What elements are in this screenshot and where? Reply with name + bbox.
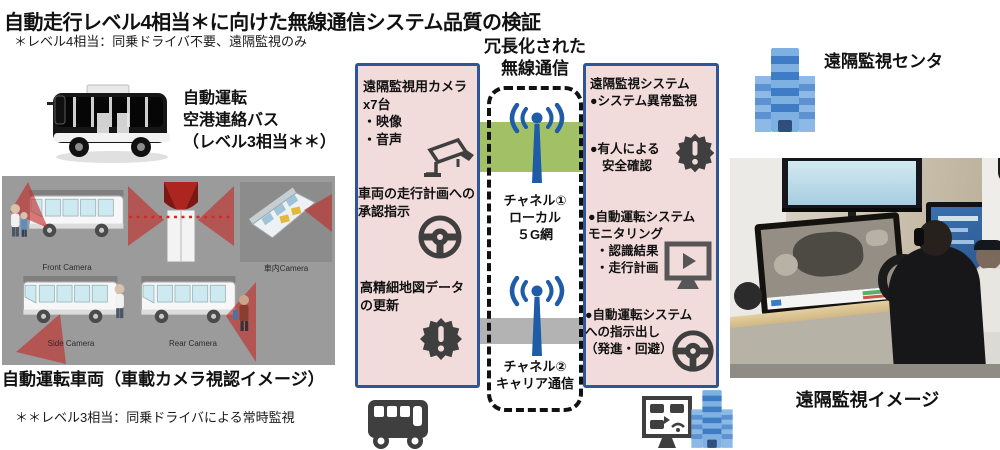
channel1-label: チャネル① ローカル ５G網 bbox=[503, 193, 567, 242]
antenna-5g-icon bbox=[505, 103, 569, 185]
monitoring-display-icon bbox=[664, 241, 712, 289]
local-5g-band bbox=[478, 122, 586, 172]
side-camera-illustration bbox=[16, 275, 125, 364]
instruction-steering-icon bbox=[670, 328, 716, 374]
center-label: 遠隔監視センタ bbox=[824, 52, 943, 71]
anomaly-monitoring-item: ●システム異常監視 bbox=[590, 94, 698, 108]
rear-camera-label: Rear Camera bbox=[168, 339, 217, 348]
remote-monitoring-photo bbox=[730, 158, 1000, 378]
speaker bbox=[734, 282, 762, 310]
redundant-line1: 冗長化された bbox=[484, 37, 586, 56]
montage-caption: 自動運転車両（車載カメラ視認イメージ） bbox=[2, 370, 325, 389]
manned-safety-item: ●有人による 安全確認 bbox=[590, 142, 660, 173]
vehicle-functions-box bbox=[355, 63, 480, 388]
center-building-icon bbox=[755, 48, 815, 132]
cabin-camera-label: 車内Camera bbox=[263, 264, 309, 273]
safety-alert-icon bbox=[675, 133, 715, 173]
cabin-camera-card bbox=[240, 182, 332, 262]
antenna-carrier-icon bbox=[505, 276, 569, 356]
redundant-wireless-label: 冗長化された 無線通信 bbox=[455, 36, 615, 80]
airport-bus-photo bbox=[47, 84, 170, 163]
monitoring-terminal-icon bbox=[642, 396, 692, 448]
operator bbox=[885, 242, 987, 378]
map-update-item: 高精細地図データ の更新 bbox=[360, 280, 465, 313]
center-building-small-icon bbox=[691, 390, 733, 448]
monitoring-header: 遠隔監視システム bbox=[590, 77, 690, 91]
remote-camera-item: 遠隔監視用カメラ x7台 ・映像 ・音声 bbox=[363, 79, 468, 147]
instruction-item: ●自動運転システム への指示出し （発進・回避） bbox=[585, 308, 693, 356]
photo-caption: 遠隔監視イメージ bbox=[795, 390, 940, 410]
camera-view-montage: Front Camera bbox=[2, 176, 335, 365]
redundant-wireless-box bbox=[487, 86, 583, 412]
cctv-camera-icon bbox=[424, 137, 474, 177]
front-camera-label: Front Camera bbox=[42, 263, 92, 272]
overhead-screen bbox=[782, 158, 922, 212]
steering-wheel-icon bbox=[416, 213, 464, 261]
map-update-alert-icon bbox=[420, 318, 462, 360]
rear-camera-illustration bbox=[140, 275, 256, 362]
plan-approval-item: 車両の走行計画への 承認指示 bbox=[358, 186, 476, 219]
level4-footnote: ＊レベル4相当：同乗ドライバ不要、遠隔監視のみ bbox=[14, 34, 307, 49]
system-monitoring-item: ●自動運転システム モニタリング ・認識結果 ・走行計画 bbox=[588, 210, 696, 275]
channel2-label: チャネル② キャリア通信 bbox=[495, 359, 574, 391]
level3-footnote: ＊＊レベル3相当：同乗ドライバによる常時監視 bbox=[15, 410, 295, 425]
front-camera-illustration bbox=[10, 182, 124, 238]
redundant-line2: 無線通信 bbox=[501, 59, 569, 78]
standing-person bbox=[982, 158, 1000, 246]
side-camera-label: Side Camera bbox=[47, 339, 95, 348]
page-title: 自動走行レベル4相当＊に向けた無線通信システム品質の検証 bbox=[4, 12, 541, 34]
shuttle-bus-icon bbox=[368, 400, 428, 449]
bus-caption: 自動運転 空港連絡バス （レベル3相当＊＊） bbox=[183, 90, 336, 151]
carrier-band bbox=[478, 318, 586, 344]
door-camera-illustration bbox=[128, 182, 234, 263]
